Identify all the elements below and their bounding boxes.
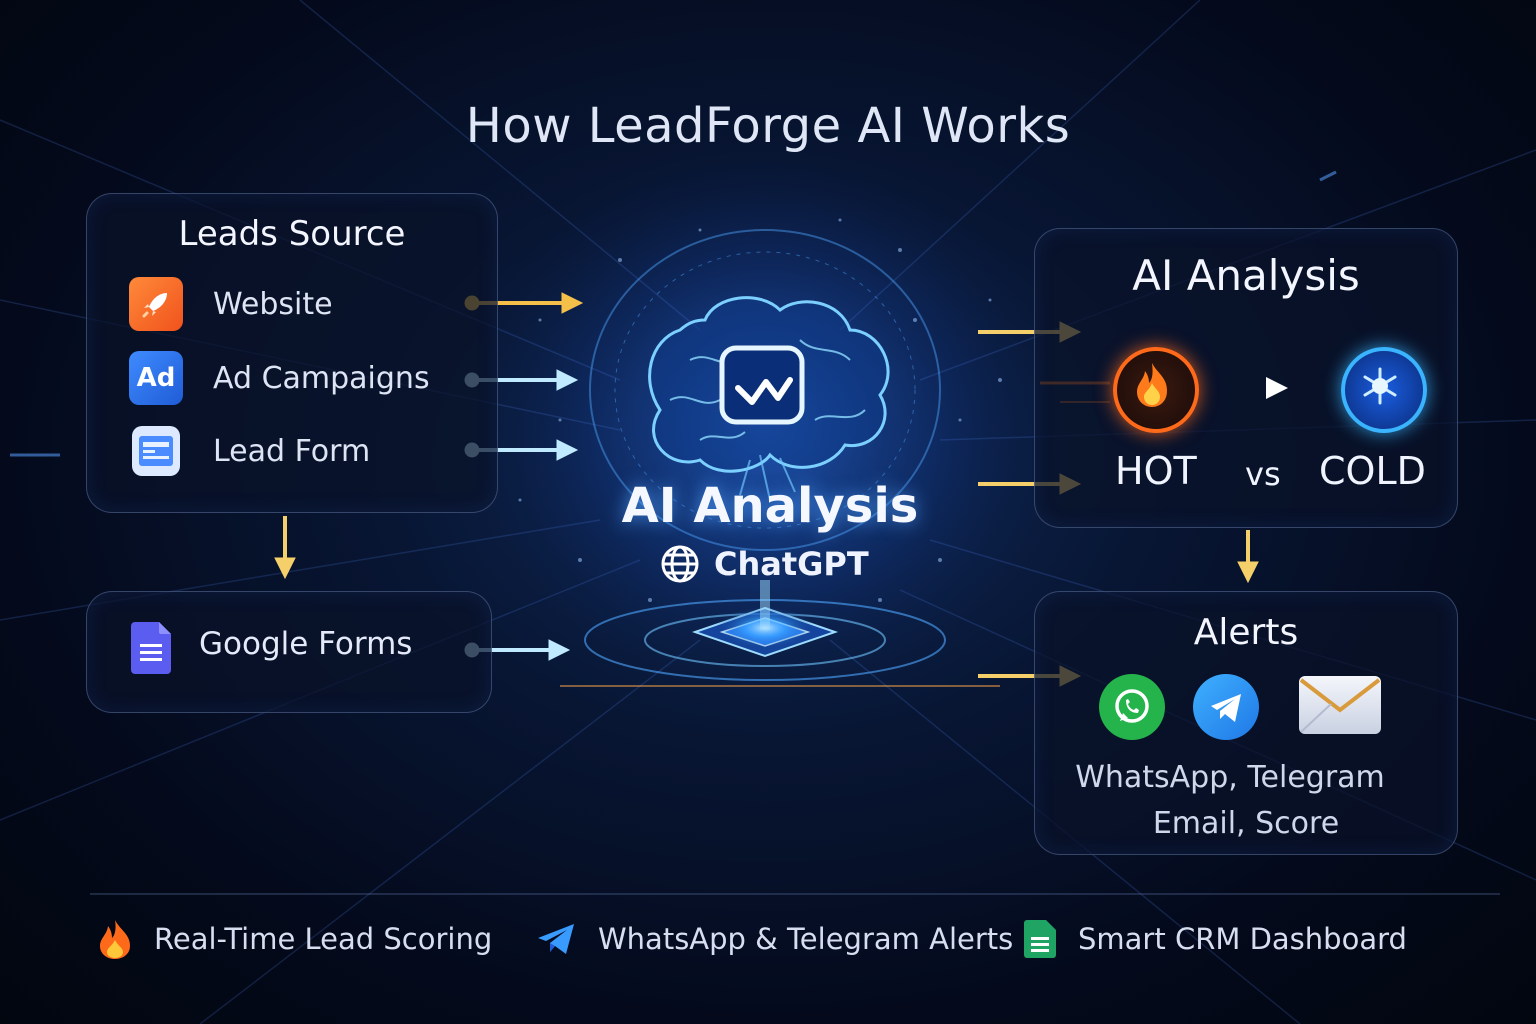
vs-label: vs [1245, 455, 1281, 493]
footer-label: WhatsApp & Telegram Alerts [598, 922, 1014, 956]
brain-icon [648, 296, 890, 501]
fire-icon [98, 918, 132, 960]
leads-source-panel: Leads Source Website Ad Ad Campaigns Lea… [86, 193, 498, 513]
cold-badge [1341, 347, 1427, 433]
snowflake-icon [1363, 367, 1397, 405]
telegram-icon [536, 922, 576, 956]
ad-icon-text: Ad [136, 363, 176, 393]
footer-item-crm: Smart CRM Dashboard [1024, 916, 1407, 962]
footer-item-lead-scoring: Real-Time Lead Scoring [98, 916, 492, 962]
hot-label: HOT [1115, 449, 1197, 493]
center-subtitle-row: ChatGPT [660, 544, 869, 584]
source-item-lead-form[interactable]: Lead Form [129, 423, 370, 479]
page-title: How LeadForge AI Works [465, 98, 1071, 154]
footer-label: Real-Time Lead Scoring [154, 922, 493, 956]
source-item-label: Website [213, 286, 333, 322]
google-forms-icon [131, 622, 171, 678]
footer-label: Smart CRM Dashboard [1078, 922, 1407, 956]
ad-icon: Ad [129, 351, 183, 405]
source-item-label: Ad Campaigns [213, 360, 430, 396]
alerts-line-1: WhatsApp, Telegram [1075, 760, 1385, 795]
platform-graphic [560, 580, 1000, 687]
alerts-title: Alerts [1193, 612, 1299, 653]
google-forms-panel[interactable]: Google Forms [86, 591, 492, 713]
ai-analysis-title: AI Analysis [1132, 251, 1360, 300]
google-forms-label: Google Forms [199, 626, 413, 662]
footer-item-alerts: WhatsApp & Telegram Alerts [536, 916, 1013, 962]
whatsapp-icon[interactable] [1099, 674, 1165, 740]
sheet-icon [1024, 920, 1056, 958]
center-title: AI Analysis [621, 478, 919, 534]
rocket-icon [129, 277, 183, 331]
form-icon [132, 426, 180, 476]
email-icon[interactable] [1299, 676, 1381, 734]
hot-badge [1113, 347, 1199, 433]
alerts-panel: Alerts WhatsApp, Telegram Email, Score [1034, 591, 1458, 855]
alerts-line-2: Email, Score [1152, 806, 1340, 841]
center-subtitle: ChatGPT [714, 545, 869, 583]
globe-icon [660, 544, 700, 584]
ai-analysis-panel: AI Analysis HOT vs COLD [1034, 228, 1458, 528]
source-item-label: Lead Form [213, 433, 371, 469]
hot-to-cold-arrow [1193, 377, 1343, 399]
source-item-website[interactable]: Website [129, 276, 333, 332]
cold-label: COLD [1319, 449, 1426, 493]
telegram-icon[interactable] [1193, 674, 1259, 740]
source-item-ad-campaigns[interactable]: Ad Ad Campaigns [129, 350, 430, 406]
leads-source-title: Leads Source [178, 214, 406, 254]
fire-icon [1137, 363, 1167, 407]
